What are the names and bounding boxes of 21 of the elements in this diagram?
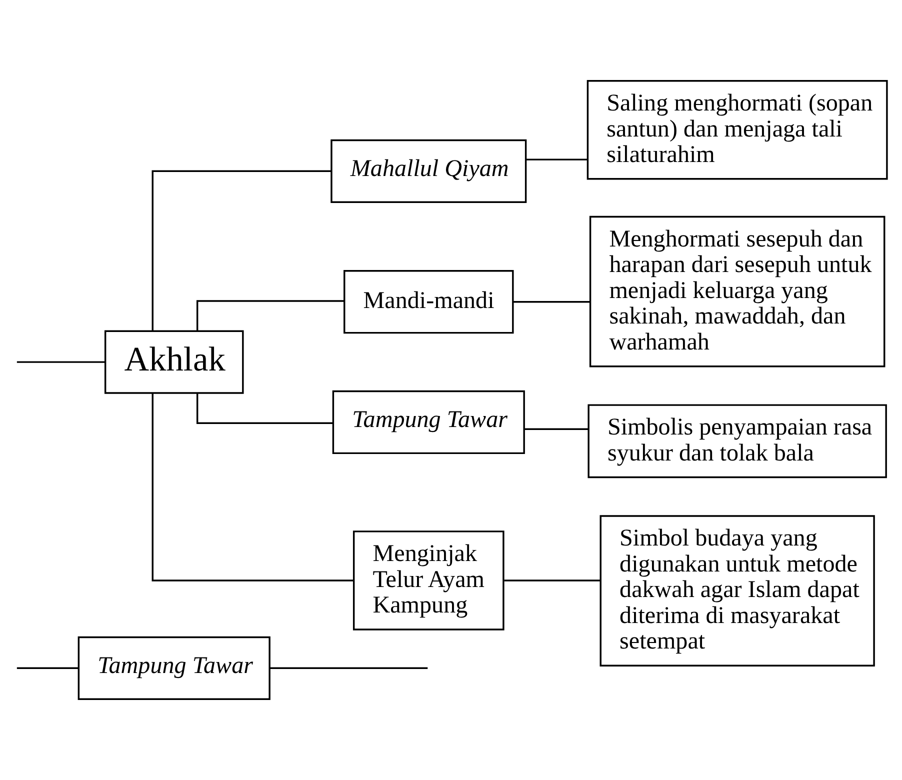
node-box: Simbolis penyampaian rasa syukur dan tolak bala bbox=[588, 404, 887, 478]
node-box: Tampung Tawar bbox=[78, 636, 270, 700]
connector bbox=[152, 393, 354, 582]
connector bbox=[504, 580, 601, 582]
node-box: Menghormati sesepuh dan harapan dari sesepuh untuk menjadi keluarga yang sakinah, mawaddah, dan warhamah bbox=[589, 216, 886, 368]
connector bbox=[513, 301, 590, 303]
node-box: Simbol budaya yang digunakan untuk metode dakwah agar Islam dapat diterima di masyarakat setempat bbox=[600, 515, 875, 666]
connector bbox=[524, 428, 588, 430]
connector bbox=[16, 361, 105, 363]
connector bbox=[526, 158, 588, 160]
connector bbox=[16, 667, 79, 670]
node-box: Saling menghormati (sopan santun) dan menjaga tali silaturahim bbox=[586, 80, 888, 180]
connector bbox=[196, 393, 333, 424]
node-box: Akhlak bbox=[104, 330, 244, 394]
node-box: Menginjak Telur Ayam Kampung bbox=[352, 530, 504, 630]
connector bbox=[196, 300, 344, 331]
node-box: Tampung Tawar bbox=[332, 390, 525, 454]
node-box: Mahallul Qiyam bbox=[330, 139, 527, 203]
connector bbox=[270, 667, 428, 670]
connector bbox=[152, 170, 332, 331]
node-box: Mandi-mandi bbox=[344, 270, 514, 334]
